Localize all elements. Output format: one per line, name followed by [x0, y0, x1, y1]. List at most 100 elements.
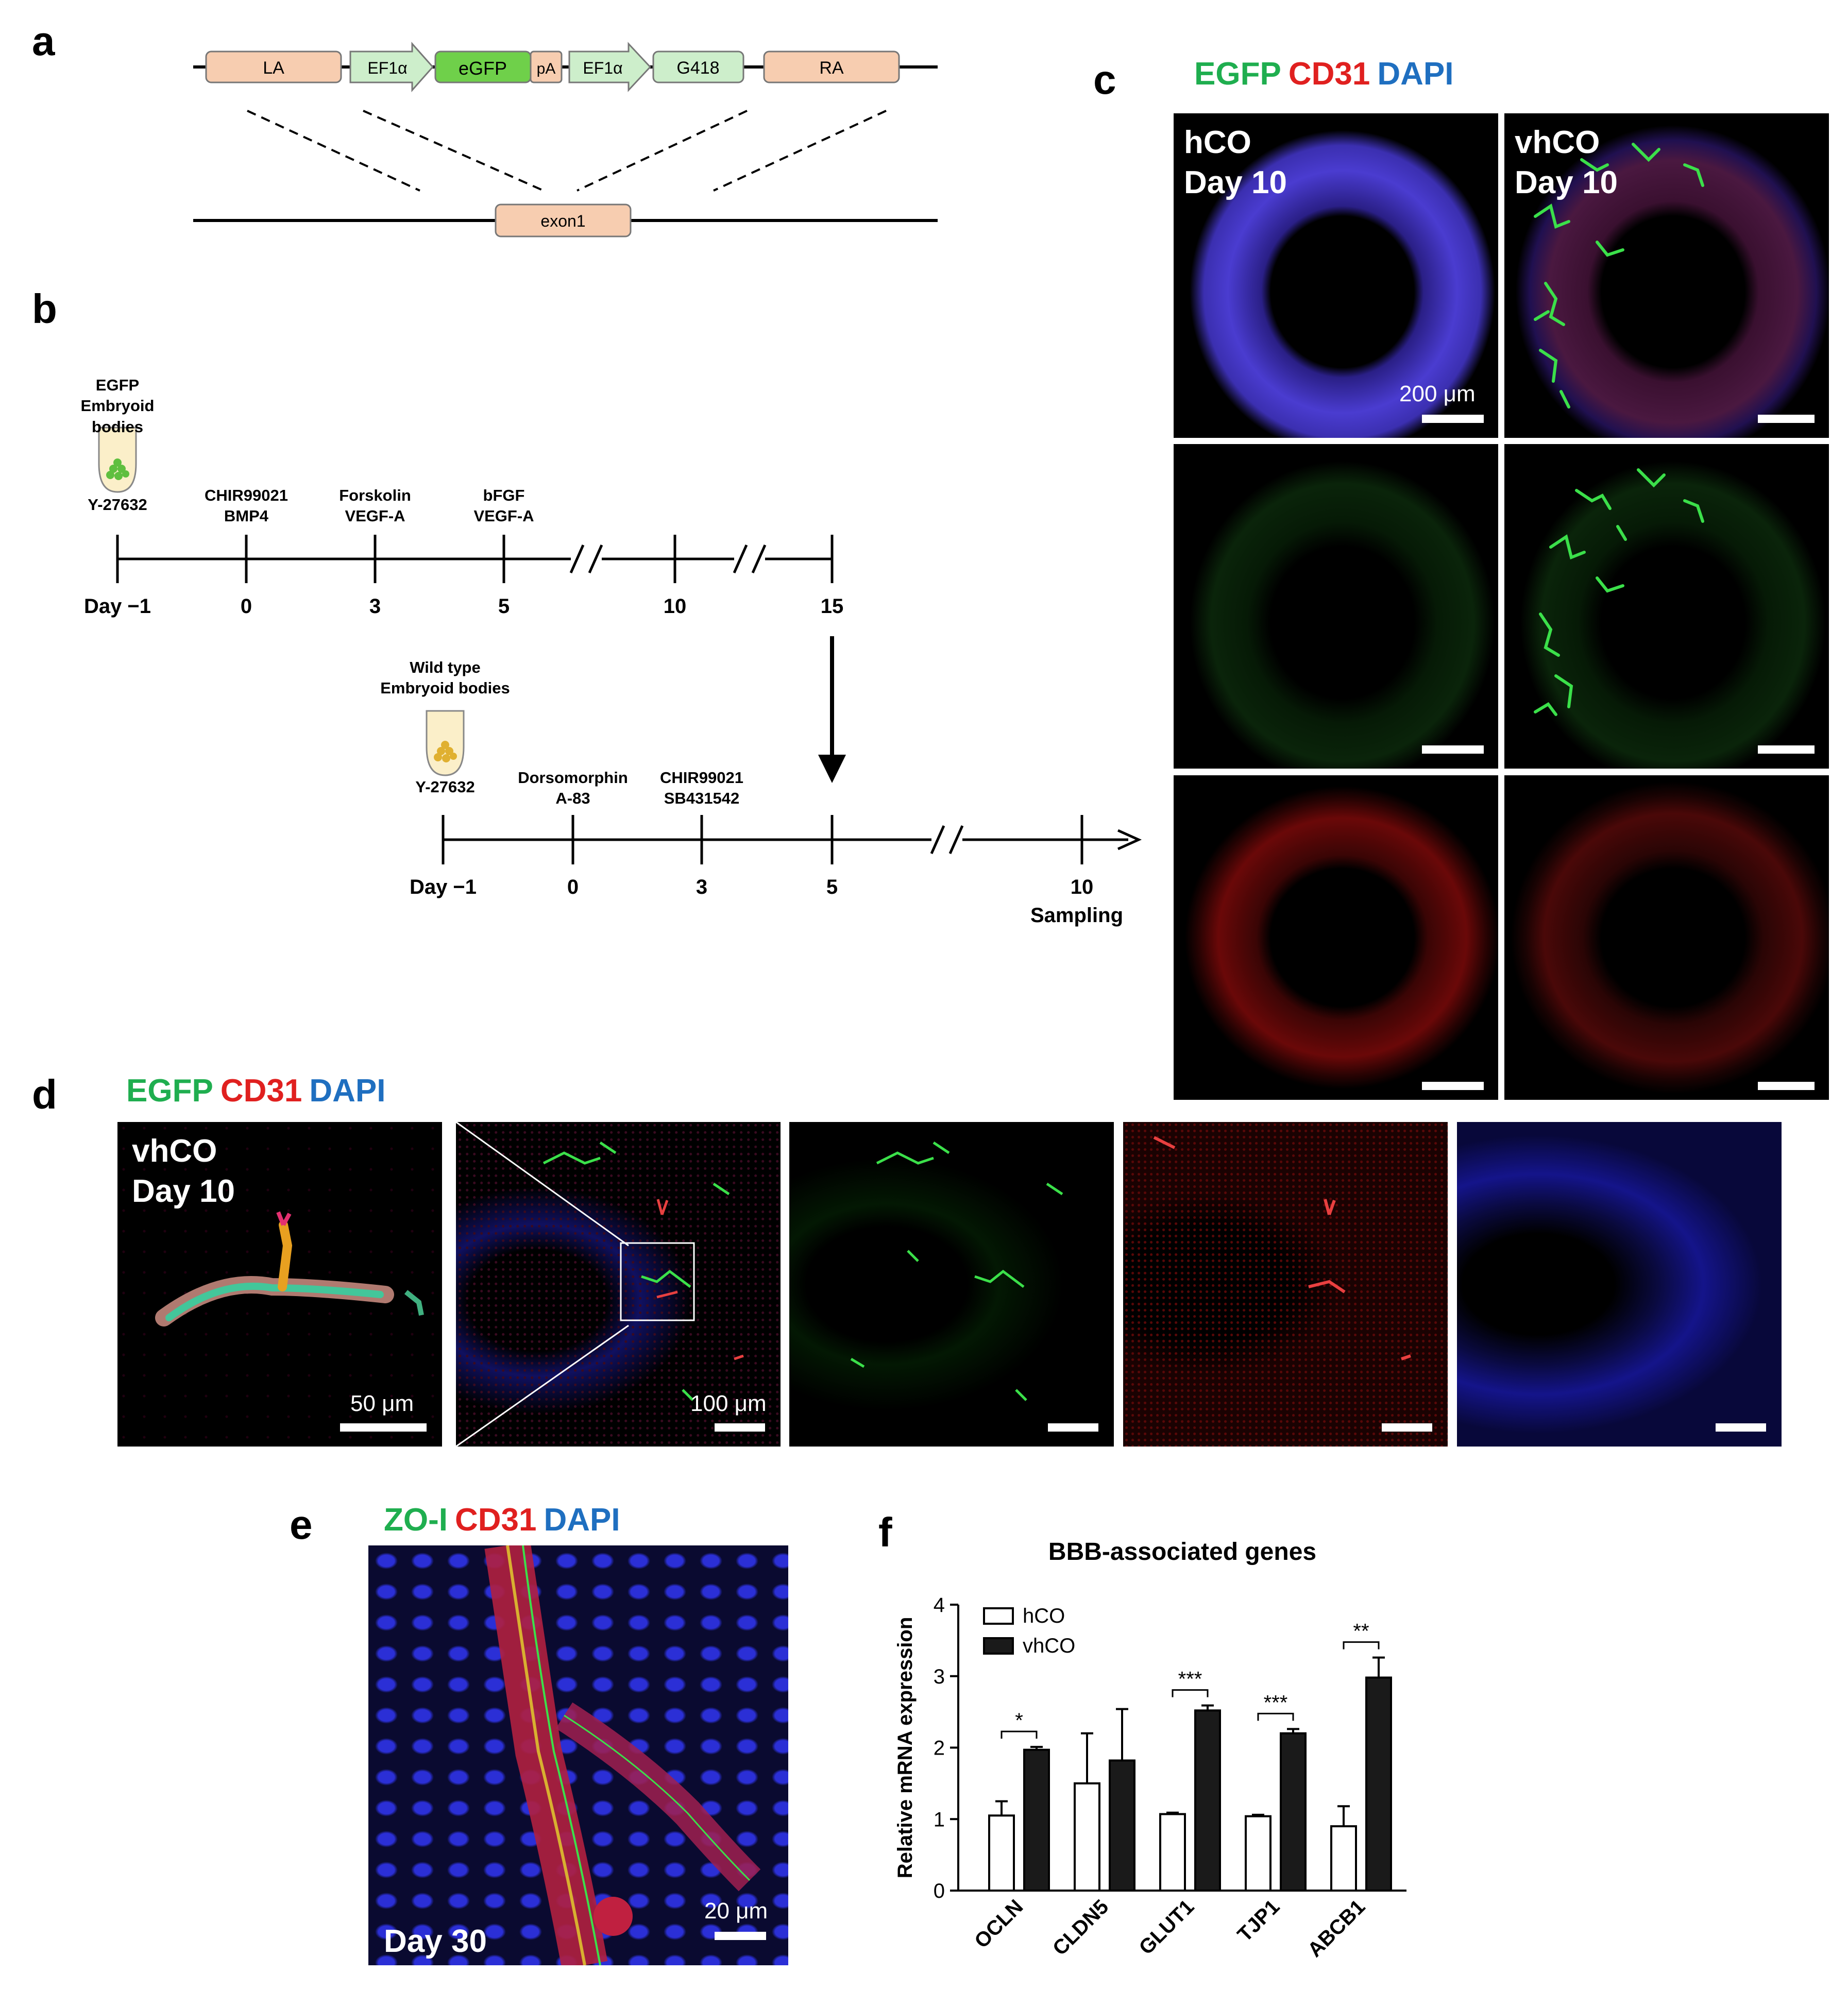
dash-line-1: [247, 110, 420, 192]
y-axis-label: Relative mRNA expression: [894, 1617, 917, 1879]
micro-e: Day 30 20 μm: [368, 1545, 788, 1965]
label-vhco-day10-d: vhCO Day 10: [132, 1133, 235, 1209]
break2-gap: [734, 546, 765, 572]
stain-dapi-c: DAPI: [1377, 56, 1454, 92]
ef1a-promoter-1: [349, 42, 434, 92]
ef1a-promoter-2: [568, 42, 652, 92]
transfer-arrow-head: [818, 755, 846, 783]
scalebar-d2: [715, 1423, 765, 1432]
construct-diagram: LA EF1α eGFP pA EF1α G418 RA exon1: [193, 42, 938, 237]
y27632-1: Y-27632: [88, 496, 147, 514]
legend-label-vhco: vhCO: [1023, 1635, 1075, 1657]
bar-hco: [1330, 1825, 1357, 1892]
step0-2: Dorsomorphin A-83: [518, 769, 628, 808]
wildtype-cells: [434, 741, 457, 762]
scalebar-d5: [1716, 1423, 1766, 1432]
stain-cd31-e: CD31: [454, 1502, 537, 1538]
break1-slashes: [569, 544, 603, 574]
label-day30: Day 30: [384, 1924, 487, 1959]
scalebar-e: [715, 1932, 766, 1940]
exon1-text: exon1: [540, 212, 585, 230]
break3-slashes: [930, 825, 964, 855]
micro-hco-merge: hCO Day 10 200 μm: [1174, 113, 1498, 438]
panel-label-c: c: [1093, 57, 1116, 103]
dash-line-2: [363, 110, 544, 192]
scalebar-c5: [1422, 1082, 1484, 1090]
stain-cd31-d: CD31: [220, 1073, 302, 1109]
t2-day-0: 0: [567, 876, 579, 898]
eb-egfp-title-text: EGFP Embryoid bodies: [80, 376, 155, 436]
bar-hco: [1159, 1813, 1186, 1892]
scalebar-d4: [1382, 1423, 1432, 1432]
dash-line-4: [713, 110, 887, 192]
t2-day-5: 5: [826, 876, 838, 898]
micro-d-dapi: [1457, 1122, 1782, 1447]
ra-box: [763, 50, 900, 83]
scalebar-c1: [1422, 415, 1484, 423]
micro-d-egfp: [789, 1122, 1114, 1447]
egfp-network: [850, 1141, 1063, 1401]
scalebar-c2: [1758, 415, 1815, 423]
scalebar-d3: [1048, 1423, 1098, 1432]
legend-swatch-vhco: [983, 1637, 1014, 1655]
micro-d-merge: 100 μm: [456, 1122, 781, 1447]
scalebar-c3: [1422, 745, 1484, 754]
step5-1: bFGF VEGF-A: [473, 486, 534, 525]
step3-1: Forskolin VEGF-A: [339, 486, 411, 525]
micro-d-cd31: [1123, 1122, 1448, 1447]
step3-2: CHIR99021 SB431542: [660, 769, 743, 808]
significance-bracket: [1172, 1689, 1209, 1697]
significance-bracket: [1001, 1730, 1038, 1739]
bar-hco: [1074, 1782, 1100, 1892]
scalebar-text-20: 20 μm: [704, 1898, 768, 1924]
bar-vhco: [1194, 1709, 1221, 1892]
scalebar-text-50: 50 μm: [350, 1391, 414, 1416]
break2-slashes: [733, 544, 767, 574]
bar-hco: [1245, 1815, 1271, 1892]
cd31-network: [1153, 1136, 1411, 1360]
micro-d-zoom: vhCO Day 10 50 μm: [117, 1122, 442, 1447]
vessel-network-egfp: [1534, 468, 1704, 716]
legend-swatch-hco: [983, 1607, 1014, 1625]
scalebar-d1: [340, 1423, 427, 1432]
stain-dapi-d: DAPI: [309, 1073, 386, 1109]
significance-stars: *: [1015, 1709, 1023, 1732]
micro-vhco-cd31: [1504, 775, 1829, 1100]
t1-day-3: 3: [369, 595, 381, 618]
significance-stars: **: [1353, 1620, 1369, 1643]
chart-title: BBB-associated genes: [1048, 1538, 1316, 1566]
eb-wt-title: Wild type Embryoid bodies: [380, 658, 510, 698]
g418-box: [652, 50, 744, 83]
panel-label-d: d: [32, 1071, 57, 1117]
significance-stars: ***: [1264, 1691, 1288, 1714]
x-tick-label: TJP1: [1233, 1895, 1284, 1946]
stain-cd31-c: CD31: [1288, 56, 1370, 92]
vessel-network-merge: [1534, 143, 1704, 409]
eb-egfp-title: EGFP Embryoid bodies: [66, 375, 169, 437]
break1-gap: [571, 546, 602, 572]
label-vhco-day10: vhCO Day 10: [1515, 125, 1618, 200]
significance-bracket: [1343, 1641, 1380, 1649]
dash-line-3: [577, 110, 748, 192]
t1-day-10: 10: [663, 595, 687, 618]
timeline-diagram: [98, 427, 1142, 864]
t1-day-m1: Day −1: [83, 595, 151, 618]
pa-box: [530, 50, 563, 83]
legend-label-hco: hCO: [1023, 1605, 1065, 1627]
la-text: LA: [263, 58, 284, 78]
ef1a-text-2: EF1α: [583, 59, 622, 77]
x-tick-label: GLUT1: [1135, 1895, 1199, 1959]
t1-day-5: 5: [498, 595, 510, 618]
stain-zo1-e: ZO-I: [384, 1502, 448, 1538]
ra-text: RA: [819, 58, 844, 78]
scalebar-c4: [1758, 745, 1815, 754]
merge-network: [456, 1122, 744, 1447]
scalebar-text-100: 100 μm: [690, 1391, 767, 1416]
micro-vhco-egfp: [1504, 444, 1829, 769]
bar-vhco: [1109, 1759, 1135, 1892]
micro-hco-cd31: [1174, 775, 1498, 1100]
